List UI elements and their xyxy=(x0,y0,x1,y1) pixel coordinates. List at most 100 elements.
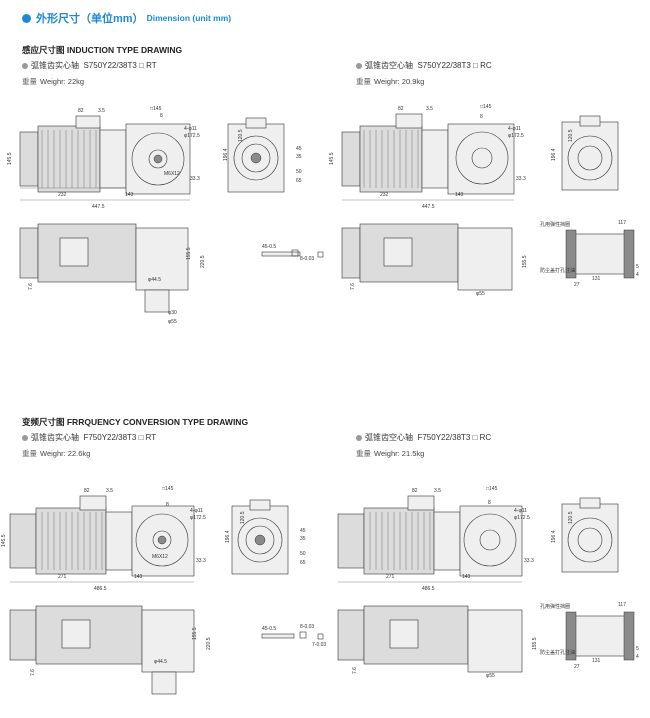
end-view-terminal xyxy=(249,499,271,511)
dim-27: 27 xyxy=(574,664,580,670)
hollow-detail-ring-r xyxy=(623,611,635,661)
dim-143: 143 xyxy=(134,574,143,580)
dim-65: 65 xyxy=(296,178,302,184)
dim-5: 5 xyxy=(636,646,639,652)
dim-196-4: 196.4 xyxy=(225,530,231,543)
motor-flange xyxy=(421,129,449,189)
key-profile xyxy=(261,251,301,257)
dim-143: 143 xyxy=(125,192,134,198)
shaft-key xyxy=(153,154,163,164)
model-code: S750Y22/38T3 □ RT xyxy=(83,61,157,70)
dim-35b: 35 xyxy=(300,536,306,542)
dim-55: φ55 xyxy=(486,673,495,679)
flange-circle xyxy=(131,132,185,186)
motor-end-cap xyxy=(337,609,365,661)
terminal-box xyxy=(395,113,423,129)
bullet-icon xyxy=(22,434,28,441)
motor-body xyxy=(35,507,107,575)
end-view-ring-inner xyxy=(577,145,603,171)
dim-33-3: 33.3 xyxy=(524,558,534,564)
hollow-detail xyxy=(569,233,631,275)
weight-label: 重量 xyxy=(22,77,37,86)
bullet-icon xyxy=(22,62,28,69)
motor-end-cap xyxy=(337,513,365,569)
side-view-rc-2: 271 143 486.5 82 3.5 □145 4-φ11 φ172.5 8… xyxy=(337,486,619,592)
note-dust-cap: 防尘盖打孔注油 xyxy=(540,649,575,656)
hollow-detail xyxy=(569,615,631,657)
motor-end-cap xyxy=(19,131,39,187)
dim-44-5: φ44.5 xyxy=(154,659,167,665)
flange-circle xyxy=(463,513,517,567)
note-circlip: 孔用弹性挡圈 xyxy=(540,221,570,228)
model-name: 弧锥齿空心轴 xyxy=(365,433,413,442)
motor-end-cap xyxy=(9,609,37,661)
dim-pcd172: φ172.5 xyxy=(508,133,524,139)
end-view-shaft xyxy=(254,534,266,546)
dim-143: 143 xyxy=(462,574,471,580)
shaft-circle xyxy=(148,149,168,169)
side-view-rt-2: 271 143 486.5 82 3.5 □145 4-φ11 φ172.5 8… xyxy=(1,486,306,592)
flange-circle xyxy=(455,131,509,185)
dim-82: 82 xyxy=(398,106,404,112)
dim-271: 271 xyxy=(386,574,395,580)
terminal-box xyxy=(61,619,91,649)
model-right-1: 弧锥齿空心轴 S750Y22/38T3 □ RC xyxy=(356,60,492,71)
dim-45: 45 xyxy=(300,528,306,534)
dim-232: 232 xyxy=(58,192,67,198)
dim-131: 131 xyxy=(592,658,601,664)
dim-4-11: 4-φ11 xyxy=(514,508,527,514)
dim-45: 45 xyxy=(296,146,302,152)
dim-131: 131 xyxy=(592,276,601,282)
dim-155-5: 155.5 xyxy=(192,627,198,640)
end-view-terminal xyxy=(245,117,267,129)
dim-145-5: 145.5 xyxy=(329,152,335,165)
model-right-2: 弧锥齿空心轴 F750Y22/38T3 □ RC xyxy=(356,432,491,443)
gear-housing xyxy=(135,227,189,291)
end-view-terminal xyxy=(579,115,601,127)
dim-82: 82 xyxy=(412,488,418,494)
dim-145-5: 145.5 xyxy=(7,152,13,165)
shaft-circle xyxy=(152,530,172,550)
end-view-terminal xyxy=(579,497,601,509)
motor-fins xyxy=(41,512,103,570)
section-header: 外形尺寸（单位mm） Dimension (unit mm) xyxy=(22,10,231,26)
motor-flange xyxy=(433,511,461,571)
dim-196-4: 196.4 xyxy=(223,148,229,161)
dim-4-11: 4-φ11 xyxy=(508,126,521,132)
dim-thread: M6X12 xyxy=(164,171,180,177)
motor-fins xyxy=(369,512,431,570)
dim-5: 5 xyxy=(636,264,639,270)
bullet-icon xyxy=(356,62,362,69)
dim-7-6: 7.6 xyxy=(28,283,34,290)
key-45: 45-0.5 xyxy=(262,244,276,250)
gear-housing xyxy=(447,123,515,195)
end-view-flange xyxy=(561,121,619,191)
hollow-detail-ring-r xyxy=(623,229,635,279)
model-code: S750Y22/38T3 □ RC xyxy=(417,61,492,70)
dim-4-11: 4-φ11 xyxy=(184,126,197,132)
bottom-view-rc-2: 7.6 φ55 155.5 孔用弹性挡圈 防尘盖打孔注油 117 131 27 … xyxy=(337,602,639,679)
key-profile xyxy=(261,633,295,639)
model-name: 弧锥齿空心轴 xyxy=(365,61,413,70)
key-8: 8-0.03 xyxy=(300,624,314,630)
dim-82: 82 xyxy=(78,108,84,114)
weight-label: 重量 xyxy=(356,77,371,86)
dim-pcd172: φ172.5 xyxy=(190,515,206,521)
end-view-ring xyxy=(567,135,613,181)
dim-50: 50 xyxy=(300,551,306,557)
terminal-box xyxy=(59,237,89,267)
output-shaft xyxy=(151,671,177,695)
dim-4: 4 xyxy=(636,272,639,278)
hollow-detail-ring-l xyxy=(565,611,577,661)
dim-4865: 486.5 xyxy=(422,586,435,592)
terminal-box xyxy=(407,495,435,511)
weight-value: Weighr: 20.9kg xyxy=(374,77,425,86)
motor-end-cap xyxy=(19,227,39,279)
key-45: 45-0.5 xyxy=(262,626,276,632)
output-shaft xyxy=(144,289,170,313)
end-view-shaft xyxy=(250,152,262,164)
dim-8: 8 xyxy=(166,502,169,508)
